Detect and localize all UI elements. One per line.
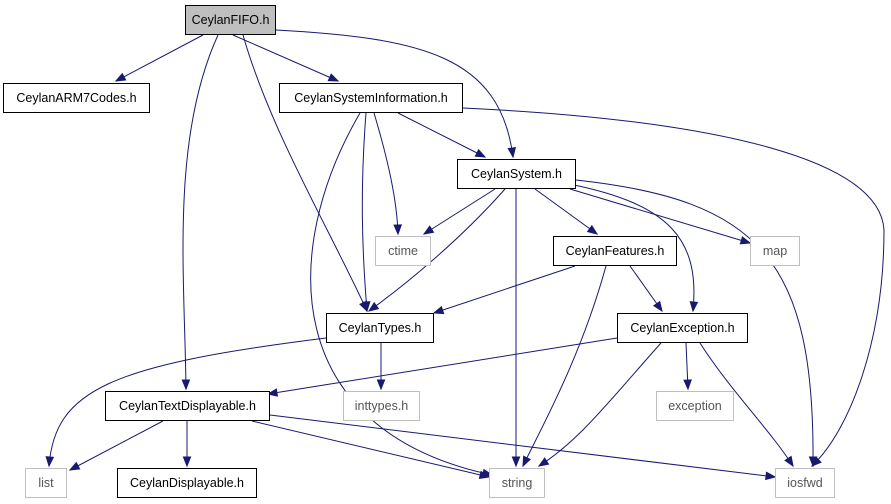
arrowhead [652, 300, 663, 313]
edge-line [522, 265, 607, 467]
edge-line [361, 112, 368, 312]
edge-ceylan-features-to-ceylan-types [432, 265, 576, 315]
arrowhead [511, 456, 521, 468]
arrowhead [327, 73, 340, 82]
arrowhead [181, 379, 191, 391]
edge-line [534, 188, 598, 235]
edge-ceylan-system-to-ceylan-types [367, 188, 506, 312]
edge-line [232, 34, 339, 82]
edge-line [699, 342, 794, 467]
edge-ceylan-types-to-inttypes [376, 343, 386, 391]
arrowhead [689, 301, 699, 313]
edge-line [242, 34, 368, 312]
node-exception[interactable]: exception [656, 391, 734, 421]
edge-line [397, 112, 486, 158]
node-ceylan-types[interactable]: CeylanTypes.h [326, 313, 434, 343]
arrowhead [739, 236, 752, 245]
arrowhead [45, 456, 55, 468]
edge-ceylan-system-to-ceylan-exception [573, 184, 699, 313]
edge-ceylan-system-to-string [511, 189, 521, 468]
edge-line [310, 112, 493, 476]
arrowhead [522, 455, 531, 468]
edge-ceylan-fifo-to-ceylan-system [275, 29, 517, 159]
edge-line [267, 337, 618, 395]
node-string[interactable]: string [489, 468, 545, 498]
arrowhead [586, 224, 599, 235]
edge-ceylan-fifo-to-ceylan-system-information [232, 34, 340, 82]
edge-ceylan-text-displayable-to-iosfwd [269, 414, 777, 481]
edge-line [462, 107, 885, 467]
edge-line [251, 420, 490, 478]
edge-ceylan-exception-to-iosfwd [699, 342, 794, 468]
arrowhead [361, 301, 371, 313]
edge-ceylan-system-information-to-ceylan-system [397, 112, 487, 158]
arrowhead [432, 305, 445, 315]
edge-ceylan-features-to-ceylan-exception [629, 265, 663, 313]
node-list[interactable]: list [25, 468, 67, 498]
node-iosfwd[interactable]: iosfwd [775, 468, 835, 498]
edge-ceylan-text-displayable-to-list [68, 420, 164, 471]
arrowhead [537, 457, 550, 467]
edge-line [368, 188, 506, 312]
edge-ceylan-features-to-string [522, 265, 607, 468]
edge-ceylan-fifo-to-ceylan-text-displayable [181, 34, 219, 391]
edge-ceylan-exception-to-exception [683, 342, 692, 391]
node-ceylan-text-displayable[interactable]: CeylanTextDisplayable.h [105, 391, 270, 421]
arrowhead [367, 301, 380, 312]
edge-line [48, 337, 327, 467]
node-ceylan-displayable[interactable]: CeylanDisplayable.h [117, 468, 257, 498]
edge-ceylan-fifo-to-ceylan-arm7-codes [114, 34, 204, 82]
node-map[interactable]: map [750, 236, 800, 266]
edge-line [569, 188, 751, 244]
edge-ceylan-text-displayable-to-string [251, 420, 491, 480]
arrowhead [266, 388, 279, 397]
edge-line [573, 184, 695, 312]
arrowhead [376, 379, 386, 391]
edge-ceylan-exception-to-string [537, 342, 662, 467]
edge-line [423, 188, 496, 235]
arrowhead [182, 456, 192, 468]
edge-line [115, 34, 204, 82]
arrowhead [765, 471, 777, 481]
edge-line [269, 414, 776, 478]
edge-line [538, 342, 662, 467]
arrowhead [784, 455, 794, 468]
edge-line [182, 34, 219, 390]
node-ceylan-fifo[interactable]: CeylanFIFO.h [185, 5, 276, 35]
edge-line [373, 112, 399, 235]
edge-ceylan-fifo-to-ceylan-types [242, 34, 368, 313]
arrowhead [68, 461, 81, 471]
edge-ceylan-system-information-to-ceylan-types [361, 112, 371, 313]
node-ceylan-exception[interactable]: CeylanException.h [617, 313, 748, 343]
edge-ceylan-exception-to-ceylan-text-displayable [266, 337, 618, 397]
node-ctime[interactable]: ctime [375, 236, 431, 266]
node-ceylan-arm7-codes[interactable]: CeylanARM7Codes.h [3, 83, 150, 113]
arrowhead [422, 225, 435, 235]
node-ceylan-features[interactable]: CeylanFeatures.h [553, 236, 677, 266]
edge-line [275, 29, 514, 158]
edge-ceylan-system-information-to-ctime [373, 112, 403, 236]
edge-ceylan-text-displayable-to-ceylan-displayable [182, 421, 192, 468]
arrowhead [808, 456, 818, 468]
edge-ceylan-types-to-list [45, 337, 327, 468]
edge-line [69, 420, 164, 471]
arrowhead [114, 72, 127, 82]
edge-line [433, 265, 576, 314]
edge-ceylan-system-to-map [569, 188, 752, 245]
arrowhead [507, 147, 517, 159]
arrowhead [478, 470, 491, 480]
edge-ceylan-system-to-ctime [422, 188, 496, 235]
arrowhead [393, 224, 403, 236]
node-ceylan-system[interactable]: CeylanSystem.h [457, 159, 576, 189]
edge-ceylan-system-to-ceylan-features [534, 188, 599, 235]
arrowhead [474, 148, 487, 158]
node-ceylan-system-information[interactable]: CeylanSystemInformation.h [279, 83, 463, 113]
node-inttypes[interactable]: inttypes.h [343, 391, 420, 421]
arrowhead [683, 379, 692, 391]
